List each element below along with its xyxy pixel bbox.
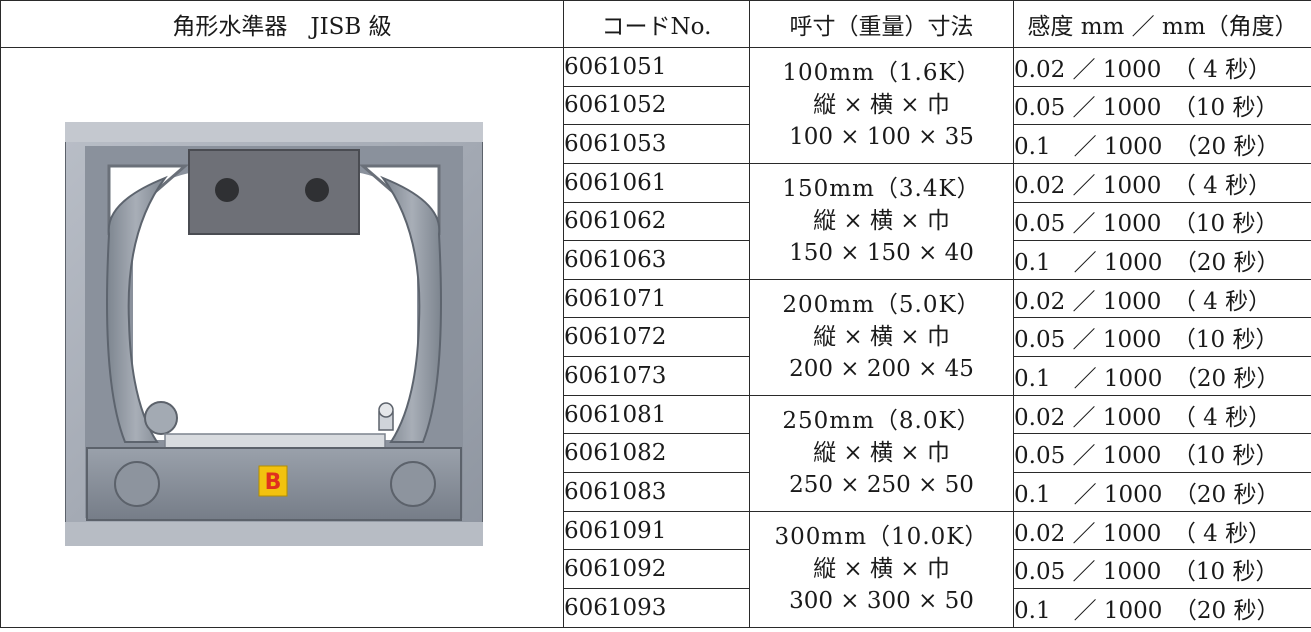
sensitivity-cell: 0.1 ／ 1000 （20 秒）	[1013, 240, 1311, 280]
code-cell: 6061053	[563, 124, 750, 164]
dimension-cell: 300mm（10.0K） 縦 × 横 × 巾 300 × 300 × 50	[749, 510, 1014, 628]
sensitivity-cell: 0.05 ／ 1000 （10 秒）	[1013, 201, 1311, 242]
square-spirit-level-icon: B	[65, 122, 483, 546]
table-row: 6061083 0.1 ／ 1000 （20 秒）	[1, 472, 1311, 512]
code-cell: 6061052	[563, 85, 750, 126]
code-cell: 6061081	[563, 394, 750, 435]
header-product: 角形水準器 JISB 級	[0, 0, 564, 48]
header-sensitivity: 感度 mm ／ mm（角度）	[1013, 0, 1311, 48]
code-cell: 6061071	[563, 278, 750, 319]
sensitivity-cell: 0.1 ／ 1000 （20 秒）	[1013, 472, 1311, 512]
product-image-cell: B	[0, 47, 564, 628]
sensitivity-cell: 0.02 ／ 1000 （ 4 秒）	[1013, 510, 1311, 551]
code-cell: 6061073	[563, 356, 750, 396]
dimension-cell: 150mm（3.4K） 縦 × 横 × 巾 150 × 150 × 40	[749, 162, 1014, 280]
table-row: 6061052 0.05 ／ 1000 （10 秒）	[1, 85, 1311, 126]
sensitivity-cell: 0.02 ／ 1000 （ 4 秒）	[1013, 394, 1311, 435]
dimension-cell: 100mm（1.6K） 縦 × 横 × 巾 100 × 100 × 35	[749, 47, 1014, 164]
dimension-label: 縦 × 横 × 巾	[813, 440, 950, 467]
sensitivity-cell: 0.02 ／ 1000 （ 4 秒）	[1013, 278, 1311, 319]
dimension-label: 縦 × 横 × 巾	[813, 208, 950, 235]
grade-badge: B	[265, 470, 282, 495]
dimension-values: 200 × 200 × 45	[789, 356, 974, 383]
sensitivity-cell: 0.05 ／ 1000 （10 秒）	[1013, 317, 1311, 358]
code-cell: 6061051	[563, 47, 750, 87]
dimension-values: 300 × 300 × 50	[789, 588, 974, 615]
dimension-label: 縦 × 横 × 巾	[813, 556, 950, 583]
header-row: 角形水準器 JISB 級 コードNo. 呼寸（重量）寸法 感度 mm ／ mm（…	[0, 0, 1311, 48]
code-cell: 6061082	[563, 433, 750, 474]
sensitivity-cell: 0.02 ／ 1000 （ 4 秒）	[1013, 162, 1311, 203]
size-weight: 200mm（5.0K）	[782, 292, 981, 319]
table-row: 6061063 0.1 ／ 1000 （20 秒）	[1, 240, 1311, 280]
table-row: 6061093 0.1 ／ 1000 （20 秒）	[1, 587, 1311, 628]
table-row: 6061091 300mm（10.0K） 縦 × 横 × 巾 300 × 300…	[1, 510, 1311, 628]
sensitivity-cell: 0.05 ／ 1000 （10 秒）	[1013, 85, 1311, 126]
code-cell: 6061092	[563, 549, 750, 589]
table-row: 6061081 250mm（8.0K） 縦 × 横 × 巾 250 × 250 …	[1, 394, 1311, 512]
table-row: 6061053 0.1 ／ 1000 （20 秒）	[1, 124, 1311, 164]
dimension-label: 縦 × 横 × 巾	[813, 324, 950, 351]
dimension-cell: 200mm（5.0K） 縦 × 横 × 巾 200 × 200 × 45	[749, 278, 1014, 396]
sensitivity-cell: 0.02 ／ 1000 （ 4 秒）	[1013, 47, 1311, 87]
code-cell: 6061062	[563, 201, 750, 242]
table-row: 6061071 200mm（5.0K） 縦 × 横 × 巾 200 × 200 …	[1, 278, 1311, 396]
dimension-cell: 250mm（8.0K） 縦 × 横 × 巾 250 × 250 × 50	[749, 394, 1014, 512]
table-row: 6061062 0.05 ／ 1000 （10 秒）	[1, 201, 1311, 242]
dimension-values: 250 × 250 × 50	[789, 472, 974, 499]
table-row: B 6061051 100mm（1.6K） 縦 × 横 × 巾 100 × 10…	[0, 47, 1311, 628]
code-cell: 6061083	[563, 472, 750, 512]
sensitivity-cell: 0.05 ／ 1000 （10 秒）	[1013, 433, 1311, 474]
size-weight: 250mm（8.0K）	[782, 408, 981, 435]
sensitivity-cell: 0.1 ／ 1000 （20 秒）	[1013, 587, 1311, 628]
dimension-label: 縦 × 横 × 巾	[813, 92, 950, 119]
header-code: コードNo.	[563, 0, 750, 48]
sensitivity-cell: 0.05 ／ 1000 （10 秒）	[1013, 549, 1311, 589]
dimension-values: 100 × 100 × 35	[789, 124, 974, 151]
sensitivity-cell: 0.1 ／ 1000 （20 秒）	[1013, 124, 1311, 164]
code-cell: 6061063	[563, 240, 750, 280]
size-weight: 150mm（3.4K）	[782, 176, 981, 203]
header-dimensions: 呼寸（重量）寸法	[749, 0, 1014, 48]
code-cell: 6061093	[563, 587, 750, 628]
table-row: 6061072 0.05 ／ 1000 （10 秒）	[1, 317, 1311, 358]
table-row: 6061061 150mm（3.4K） 縦 × 横 × 巾 150 × 150 …	[1, 162, 1311, 280]
size-weight: 300mm（10.0K）	[774, 524, 989, 551]
code-cell: 6061061	[563, 162, 750, 203]
code-cell: 6061091	[563, 510, 750, 551]
code-cell: 6061072	[563, 317, 750, 358]
sensitivity-cell: 0.1 ／ 1000 （20 秒）	[1013, 356, 1311, 396]
size-weight: 100mm（1.6K）	[782, 60, 981, 87]
dimension-values: 150 × 150 × 40	[789, 240, 974, 267]
